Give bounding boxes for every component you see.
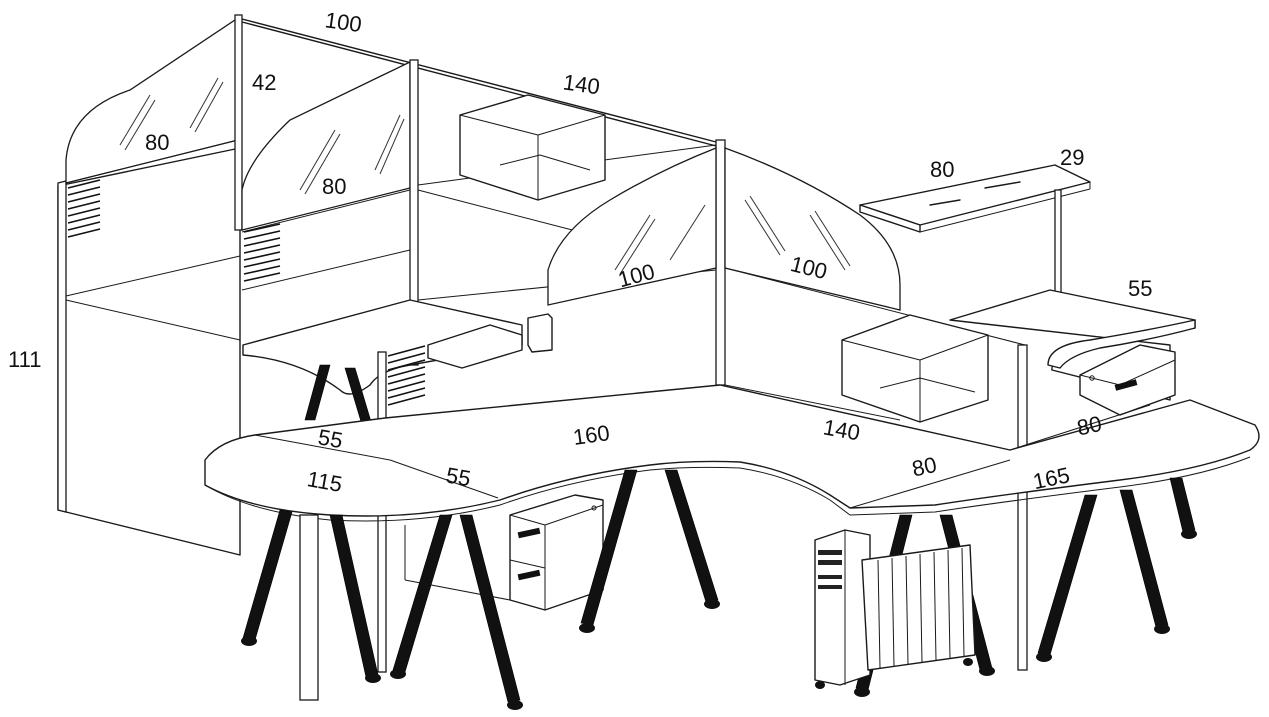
desk-legs [241,469,1197,710]
dim-main-desk-width: 160 [571,420,611,450]
dim-shelf-width: 80 [930,157,954,182]
dim-glass-left-width: 80 [145,130,169,155]
storage-box-right [841,314,989,423]
dim-panel-height-upper: 42 [252,70,276,95]
cpu-tower [814,529,871,696]
dim-panel-back-width: 140 [562,69,602,99]
left-back-panels [57,14,721,556]
vent-grille-left [67,179,101,238]
pedestal-center [404,494,604,611]
main-desk [204,384,1260,522]
center-back-wall [417,94,1026,421]
dim-shelf-depth: 29 [1060,145,1084,170]
vent-grille-second [243,223,281,282]
dim-right-front-depth-2: 80 [1075,411,1104,441]
dim-right-front-depth: 80 [910,452,939,482]
dim-panel-top-width: 100 [323,7,363,37]
right-module [841,164,1196,671]
dim-total-height: 111 [8,347,41,372]
dim-glass-second-width: 80 [322,174,346,199]
cpu-holder [861,544,976,671]
dim-right-return-depth: 55 [1128,276,1152,301]
storage-box-back [459,94,606,201]
dim-left-curve-width: 115 [305,466,344,497]
vent-grille-center [387,345,426,406]
dim-left-return-depth: 55 [316,424,344,453]
dim-left-inner-depth: 55 [444,462,472,491]
